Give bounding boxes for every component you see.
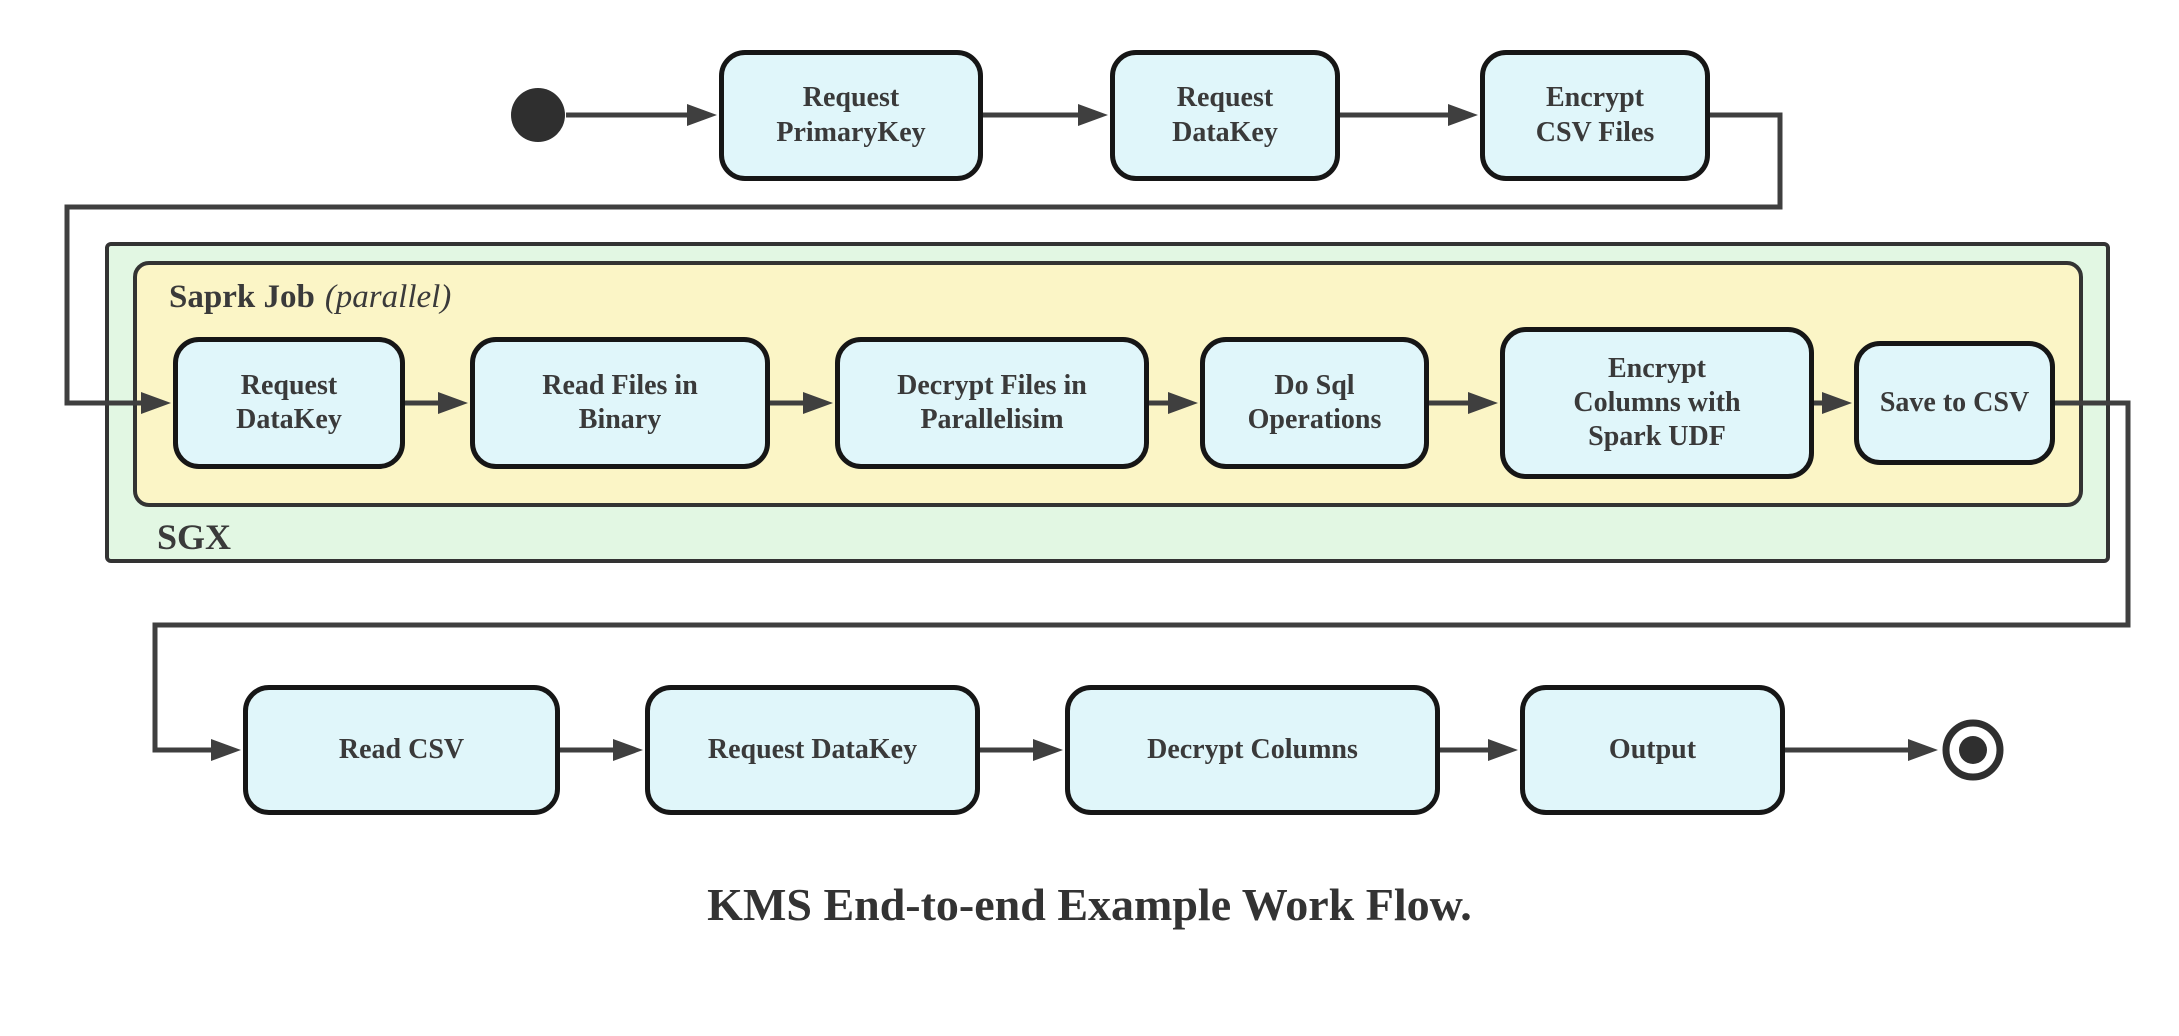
node-decrypt-columns: Decrypt Columns — [1065, 685, 1440, 815]
node-read-csv: Read CSV — [243, 685, 560, 815]
arrowhead-icon — [141, 392, 171, 414]
end-state-dot-icon — [1959, 736, 1987, 764]
arrowhead-icon — [438, 392, 468, 414]
spark-job-label: Saprk Job(parallel) — [169, 279, 451, 316]
diagram-caption: KMS End-to-end Example Work Flow. — [707, 879, 1472, 930]
arrowhead-icon — [613, 739, 643, 761]
arrowhead-icon — [1078, 104, 1108, 126]
arrowhead-icon — [1488, 739, 1518, 761]
arrowhead-icon — [1908, 739, 1938, 761]
connector-line — [152, 400, 2131, 753]
arrowhead-icon — [211, 739, 241, 761]
arrowhead-icon — [1448, 104, 1478, 126]
start-state-icon — [511, 88, 565, 142]
arrowhead-icon — [687, 104, 717, 126]
arrowhead-icon — [1468, 392, 1498, 414]
arrowhead-icon — [1168, 392, 1198, 414]
node-output: Output — [1520, 685, 1785, 815]
spark-job-parallel-annotation: (parallel) — [324, 279, 452, 315]
sgx-label: SGX — [157, 517, 232, 557]
arrowhead-icon — [1822, 392, 1852, 414]
connector-line — [64, 112, 1783, 406]
spark-job-title: Saprk Job — [169, 279, 315, 315]
arrowhead-icon — [1033, 739, 1063, 761]
node-request-datakey-client: Request DataKey — [645, 685, 980, 815]
arrowhead-icon — [803, 392, 833, 414]
node-save-to-csv: Save to CSV — [1854, 341, 2055, 465]
